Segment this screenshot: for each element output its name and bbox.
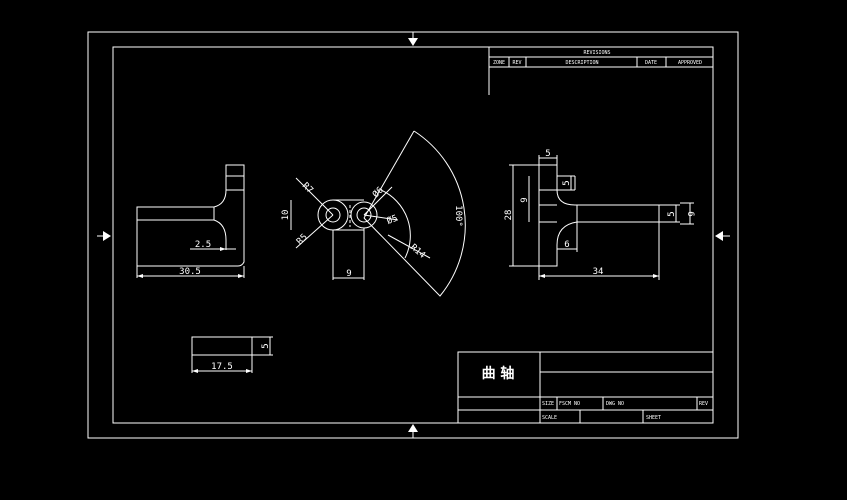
tb-scale: SCALE [542,415,557,421]
title-block: 曲 轴 SIZE FSCM NO DWG NO REV SCALE SHEET [457,351,714,424]
tb-rev: REV [699,401,708,407]
right-center-arrow [715,231,723,241]
small-h-dim: 5 [261,343,271,348]
center-d6-dim: Ø6 [370,185,385,200]
right-total-h-dim: 28 [504,210,514,221]
rev-col-zone: ZONE [493,60,505,66]
part-name: 曲 轴 [482,365,515,382]
outer-border [87,31,739,439]
center-d5-dim: Ø5 [385,213,399,227]
tb-fscm: FSCM NO [559,401,580,407]
small-view: 17.5 5 [191,336,273,373]
right-mid-h-dim: 9 [520,197,530,202]
tb-dwg: DWG NO [606,401,624,407]
tb-size: SIZE [542,401,554,407]
center-height-dim: 10 [281,210,291,221]
bottom-center-arrow [408,424,418,432]
center-r5-dim: R5 [295,232,310,247]
top-center-arrow [408,38,418,46]
rev-col-date: DATE [645,60,657,66]
right-end-d-dim: 6 [685,211,695,216]
center-r7-dim: R7 [300,181,315,196]
rev-col-description: DESCRIPTION [565,60,598,66]
left-view: 30.5 2.5 [136,164,245,278]
right-step-dim: 5 [562,180,572,185]
revisions-table: REVISIONS ZONE REV DESCRIPTION DATE APPR… [488,46,714,95]
center-view: 9 10 R7 R5 Ø6 Ø5 R14 100° [281,130,466,297]
rev-col-approved: APPROVED [678,60,702,66]
center-r14-dim: R14 [408,243,427,261]
center-angle-dim: 100° [453,205,463,227]
left-width-dim: 30.5 [179,267,201,277]
center-width-dim: 9 [346,269,351,279]
right-shaft-d-dim: 5 [667,211,677,216]
right-collar-dim: 6 [564,240,569,250]
small-len-dim: 17.5 [211,362,233,372]
inner-border [112,46,714,424]
right-view: 5 5 28 9 5 6 6 34 [504,149,695,280]
rev-col-rev: REV [512,60,521,66]
right-top-dim: 5 [545,149,550,159]
center-marks [97,32,730,438]
revisions-title: REVISIONS [583,50,610,56]
left-center-arrow [103,231,111,241]
right-len-dim: 34 [593,267,604,277]
tb-sheet: SHEET [646,415,661,421]
left-inner-dim: 2.5 [195,240,211,250]
